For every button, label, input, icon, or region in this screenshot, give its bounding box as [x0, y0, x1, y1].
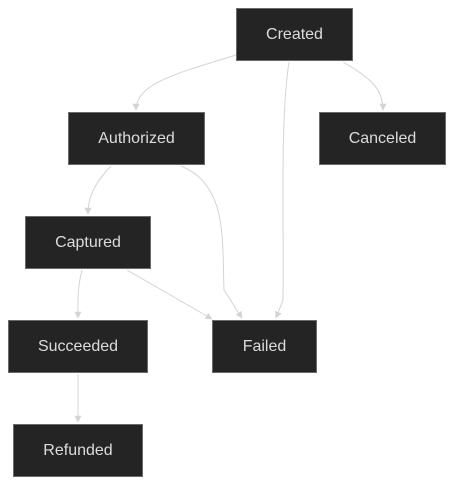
edge-authorized-captured: [84, 165, 112, 215]
node-created: Created: [236, 8, 353, 61]
node-label: Captured: [55, 233, 121, 251]
node-label: Succeeded: [37, 337, 119, 355]
edge-created-canceled: [342, 61, 387, 111]
edge-created-authorized: [132, 54, 237, 111]
edge-authorized-failed: [180, 165, 243, 319]
node-succeeded: Succeeded: [8, 320, 148, 373]
node-label: Refunded: [43, 441, 113, 459]
node-captured: Captured: [25, 216, 151, 269]
node-authorized: Authorized: [68, 112, 205, 165]
edge-captured-failed: [126, 269, 213, 320]
node-label: Authorized: [98, 129, 175, 147]
node-label: Failed: [242, 337, 287, 355]
node-label: Created: [266, 25, 323, 43]
edge-captured-succeeded: [74, 269, 83, 319]
node-refunded: Refunded: [13, 424, 143, 477]
node-label: Canceled: [348, 129, 417, 147]
node-failed: Failed: [212, 320, 317, 373]
edge-created-failed: [275, 61, 290, 319]
node-canceled: Canceled: [319, 112, 446, 165]
